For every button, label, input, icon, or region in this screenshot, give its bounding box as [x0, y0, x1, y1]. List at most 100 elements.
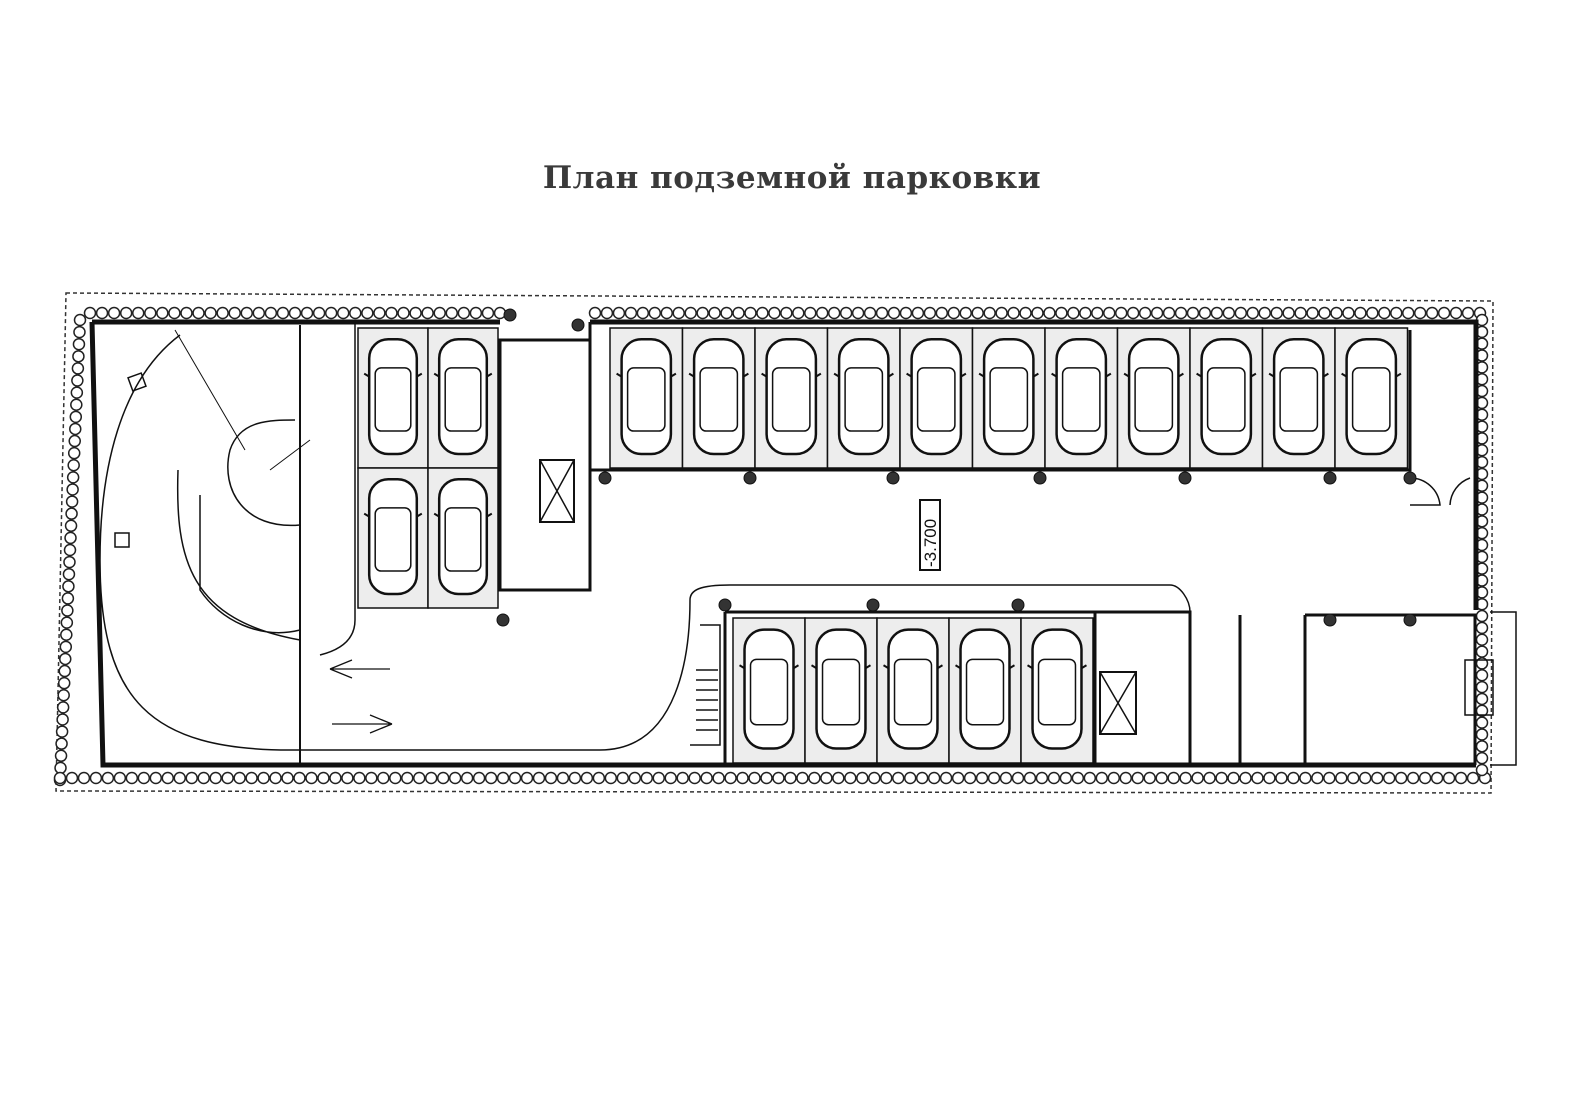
pile	[660, 306, 674, 320]
pile	[999, 771, 1013, 785]
pile	[784, 771, 797, 785]
pile	[385, 306, 398, 320]
pile	[245, 771, 258, 785]
pile	[144, 306, 157, 320]
car-icon	[883, 628, 943, 750]
pile	[664, 771, 677, 785]
pile	[652, 771, 665, 785]
car-icon	[616, 337, 677, 456]
pile	[264, 306, 278, 320]
column	[743, 471, 757, 485]
pile	[54, 761, 67, 775]
pile	[947, 306, 961, 320]
parking-space	[804, 617, 878, 764]
pile	[397, 306, 410, 320]
pile	[1023, 771, 1037, 785]
pile	[1294, 306, 1307, 320]
pile	[903, 771, 917, 785]
site-boundary	[55, 292, 1494, 794]
pile	[887, 306, 901, 320]
pile	[180, 306, 193, 320]
pile	[1047, 771, 1061, 785]
pile	[736, 771, 749, 785]
pile	[72, 350, 85, 363]
pile	[1119, 771, 1133, 785]
pile	[67, 459, 80, 472]
parking-space	[754, 327, 829, 469]
pile	[484, 771, 498, 785]
pile	[324, 306, 338, 320]
pile	[71, 374, 84, 387]
pile	[1035, 771, 1049, 785]
parking-spaces	[357, 327, 1409, 764]
column	[496, 613, 510, 627]
pile	[1071, 771, 1085, 785]
pile	[863, 306, 877, 320]
pile	[66, 483, 79, 496]
pile	[1394, 771, 1408, 785]
pile	[1162, 306, 1176, 320]
parking-space	[1334, 327, 1409, 469]
pile	[57, 689, 70, 702]
pile	[1359, 771, 1372, 785]
pile	[1215, 771, 1228, 785]
column	[886, 471, 900, 485]
pile	[820, 771, 833, 785]
pile	[1007, 306, 1020, 320]
pile	[1174, 306, 1188, 320]
pile	[56, 713, 69, 726]
pile	[281, 771, 294, 785]
pile	[83, 306, 97, 320]
pile	[1347, 771, 1360, 785]
pile	[1466, 771, 1480, 785]
column	[503, 308, 517, 322]
pile	[935, 306, 949, 320]
pile	[1091, 306, 1104, 320]
pile	[875, 306, 889, 320]
pile	[1449, 306, 1463, 320]
pile	[72, 337, 86, 351]
car-icon	[1027, 628, 1087, 750]
column	[1403, 613, 1417, 627]
pile	[228, 306, 241, 320]
pile	[329, 771, 342, 785]
pile	[636, 306, 650, 320]
pile	[604, 771, 618, 785]
pile	[1179, 771, 1192, 785]
car-icon	[688, 337, 749, 456]
pile	[1138, 306, 1152, 320]
pile	[55, 725, 69, 738]
pile	[880, 771, 893, 785]
pile	[59, 652, 72, 666]
pile	[137, 771, 151, 785]
parking-space	[427, 467, 499, 609]
pile	[832, 771, 845, 785]
car-icon	[1268, 337, 1329, 456]
pile	[544, 771, 558, 785]
pile	[995, 306, 1008, 320]
pile	[1143, 771, 1156, 785]
pile	[197, 771, 210, 785]
pile	[1390, 306, 1403, 320]
pile	[1330, 306, 1343, 320]
pile	[192, 306, 205, 320]
pile	[827, 306, 841, 320]
pile	[233, 771, 246, 785]
pile	[1475, 609, 1489, 623]
parking-space	[948, 617, 1022, 764]
pile	[61, 604, 74, 617]
pile	[1167, 771, 1180, 785]
pile	[457, 306, 471, 320]
pile	[209, 771, 222, 785]
column	[598, 471, 612, 485]
level-mark-text: -3.700	[921, 519, 940, 567]
pile	[1430, 771, 1444, 785]
pile	[269, 771, 282, 785]
pile	[60, 616, 74, 629]
parking-space	[1116, 327, 1191, 469]
pile	[987, 771, 1001, 785]
parking-space	[357, 327, 429, 469]
pile	[1287, 771, 1300, 785]
pile	[748, 771, 761, 785]
parking-space	[971, 327, 1046, 469]
